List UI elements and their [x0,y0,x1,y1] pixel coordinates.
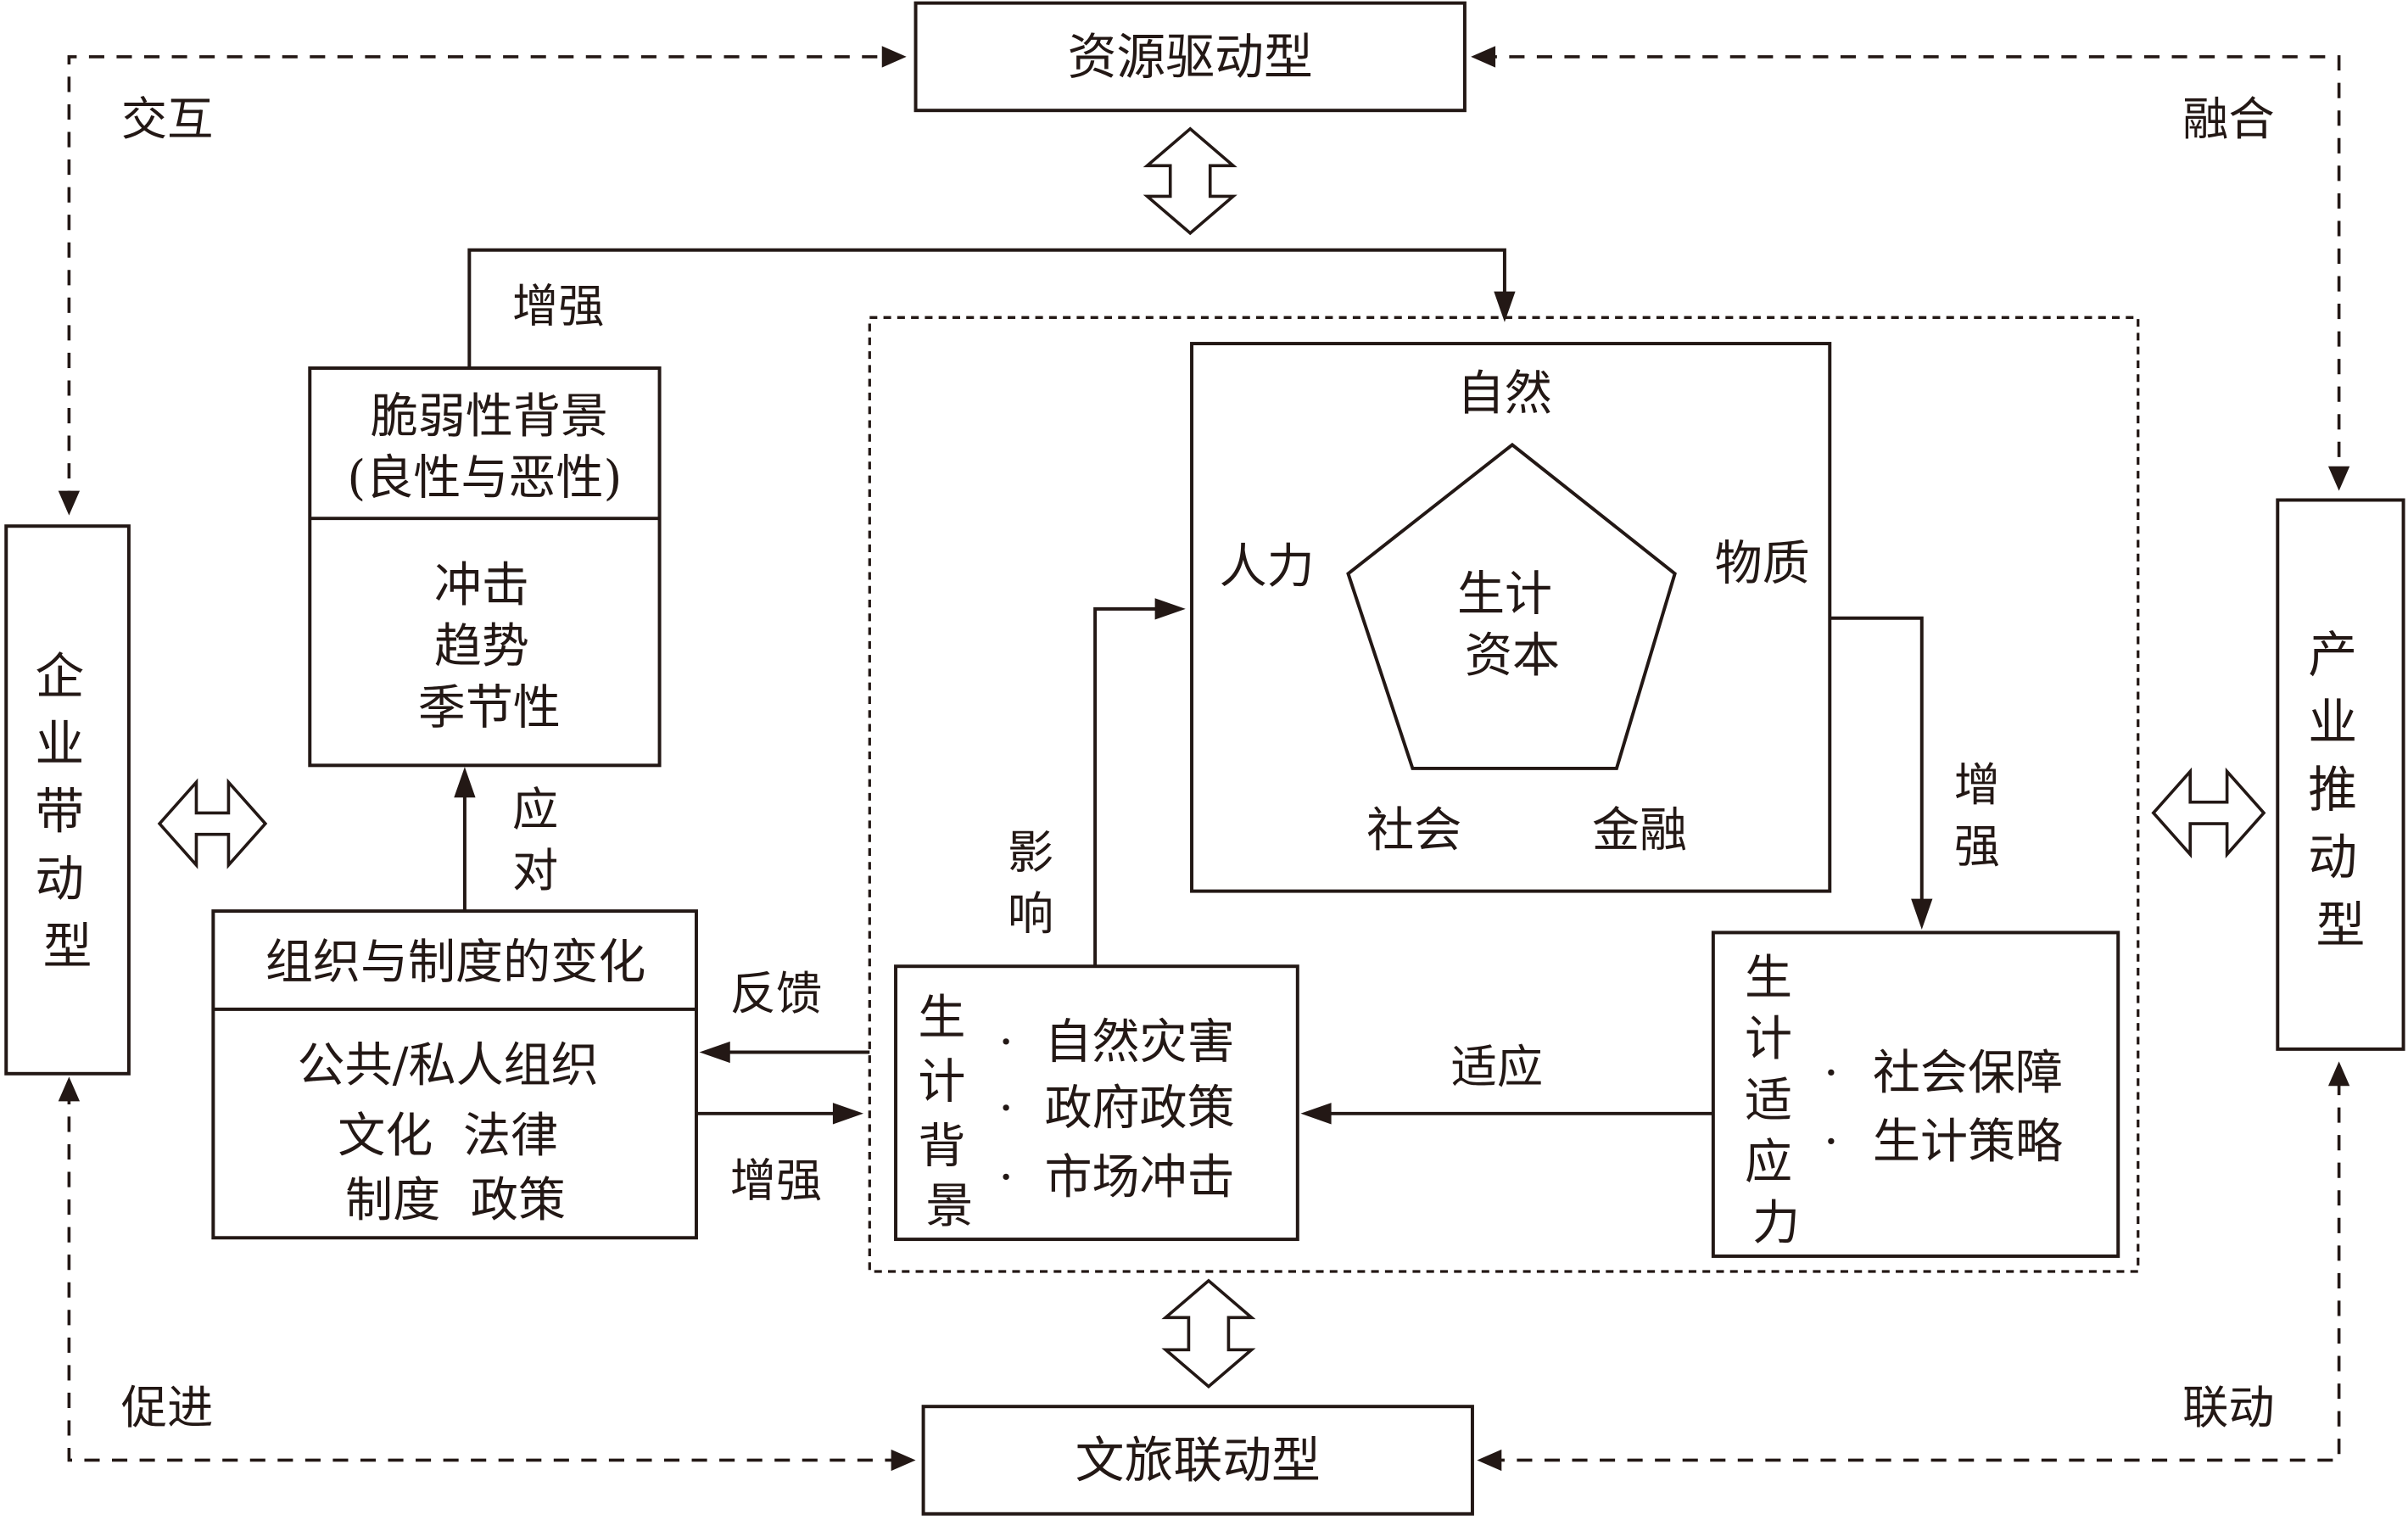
capital-natural: 自然 [1457,366,1552,422]
outer-dashed-connectors [58,46,2350,1472]
connector-top-left [67,55,899,506]
vulnerability-items: 冲击 趋势 季节性 [418,558,561,736]
label-adapt: 适应 [1451,1041,1543,1094]
livelihood-capital-box: 生计 资本 自然 人力 物质 社会 金融 [1190,342,1832,893]
connector-bottom-right [1489,1073,2341,1462]
inner-dashed-boundary [868,316,2140,1273]
label-influence: 影 响 [1008,825,1068,940]
organization-title: 组织与制度的变化 [265,936,645,991]
organization-items: 公共/私人组织 文化 法律 制度 政策 [298,1038,614,1228]
capital-center-label: 生计 资本 [1457,567,1567,684]
label-interaction: 交互 [121,92,213,146]
adaptive-capacity-bullets: · · [1824,1046,1854,1170]
label-respond: 应 对 [512,783,573,897]
resource-driven-box: 资源驱动型 [913,1,1467,113]
livelihood-context-bullets: · · · [998,1015,1029,1205]
capital-physical: 物质 [1715,537,1810,592]
label-enhance-top: 增强 [512,280,604,333]
adaptive-capacity-box: 生 计 适 应 力 · · 社会保障 生计策略 [1711,930,2120,1258]
livelihood-context-items: 自然灾害 政府政策 市场冲击 [1044,1015,1249,1205]
double-arrow-left-icon [157,778,268,869]
double-arrow-right-icon [2151,767,2266,858]
livelihood-context-box: 生 计 背 景 · · · 自然灾害 政府政策 市场冲击 [894,964,1299,1242]
label-enhance-org: 增强 [730,1154,822,1207]
adaptive-capacity-title: 生 计 适 应 力 [1745,951,1807,1251]
enterprise-driven-box: 企 业 带 动 型 [4,524,131,1076]
connector-top-right [1481,55,2341,479]
arrowhead-to-top [881,46,907,68]
resource-driven-label: 资源驱动型 [1068,28,1313,86]
organization-change-box: 组织与制度的变化 公共/私人组织 文化 法律 制度 政策 [211,909,698,1240]
arrowhead-to-left [58,490,81,516]
label-enhance-right: 增 强 [1954,758,2014,873]
double-arrow-top-icon [1143,126,1238,236]
capital-financial: 金融 [1592,803,1687,858]
capital-social: 社会 [1366,803,1461,858]
label-promote: 促进 [121,1381,213,1434]
double-arrow-bottom-icon [1161,1278,1256,1389]
adaptive-capacity-items: 社会保障 生计策略 [1873,1046,2078,1170]
vulnerability-subtitle: (良性与恶性) [347,450,622,506]
connector-influence [1093,606,1168,967]
connector-enhance-right [1830,616,1924,908]
label-feedback: 反馈 [730,967,822,1020]
connector-enhance-top [467,248,1506,368]
connector-bottom-left [67,1088,907,1462]
label-linkage: 联动 [2182,1381,2274,1434]
label-fusion: 融合 [2182,92,2274,146]
culture-tourism-box: 文旅联动型 [921,1405,1474,1516]
capital-human: 人力 [1220,539,1315,595]
industry-driven-label: 产 业 推 动 型 [2308,626,2372,953]
livelihood-context-title: 生 计 背 景 [918,991,981,1234]
industry-driven-box: 产 业 推 动 型 [2276,498,2405,1051]
culture-tourism-label: 文旅联动型 [1075,1431,1321,1489]
enterprise-driven-label: 企 业 带 动 型 [35,647,99,975]
vulnerability-title: 脆弱性背景 [371,389,608,444]
pentagon-shape [1346,442,1677,770]
vulnerability-context-box: 脆弱性背景 (良性与恶性) 冲击 趋势 季节性 [308,366,662,768]
